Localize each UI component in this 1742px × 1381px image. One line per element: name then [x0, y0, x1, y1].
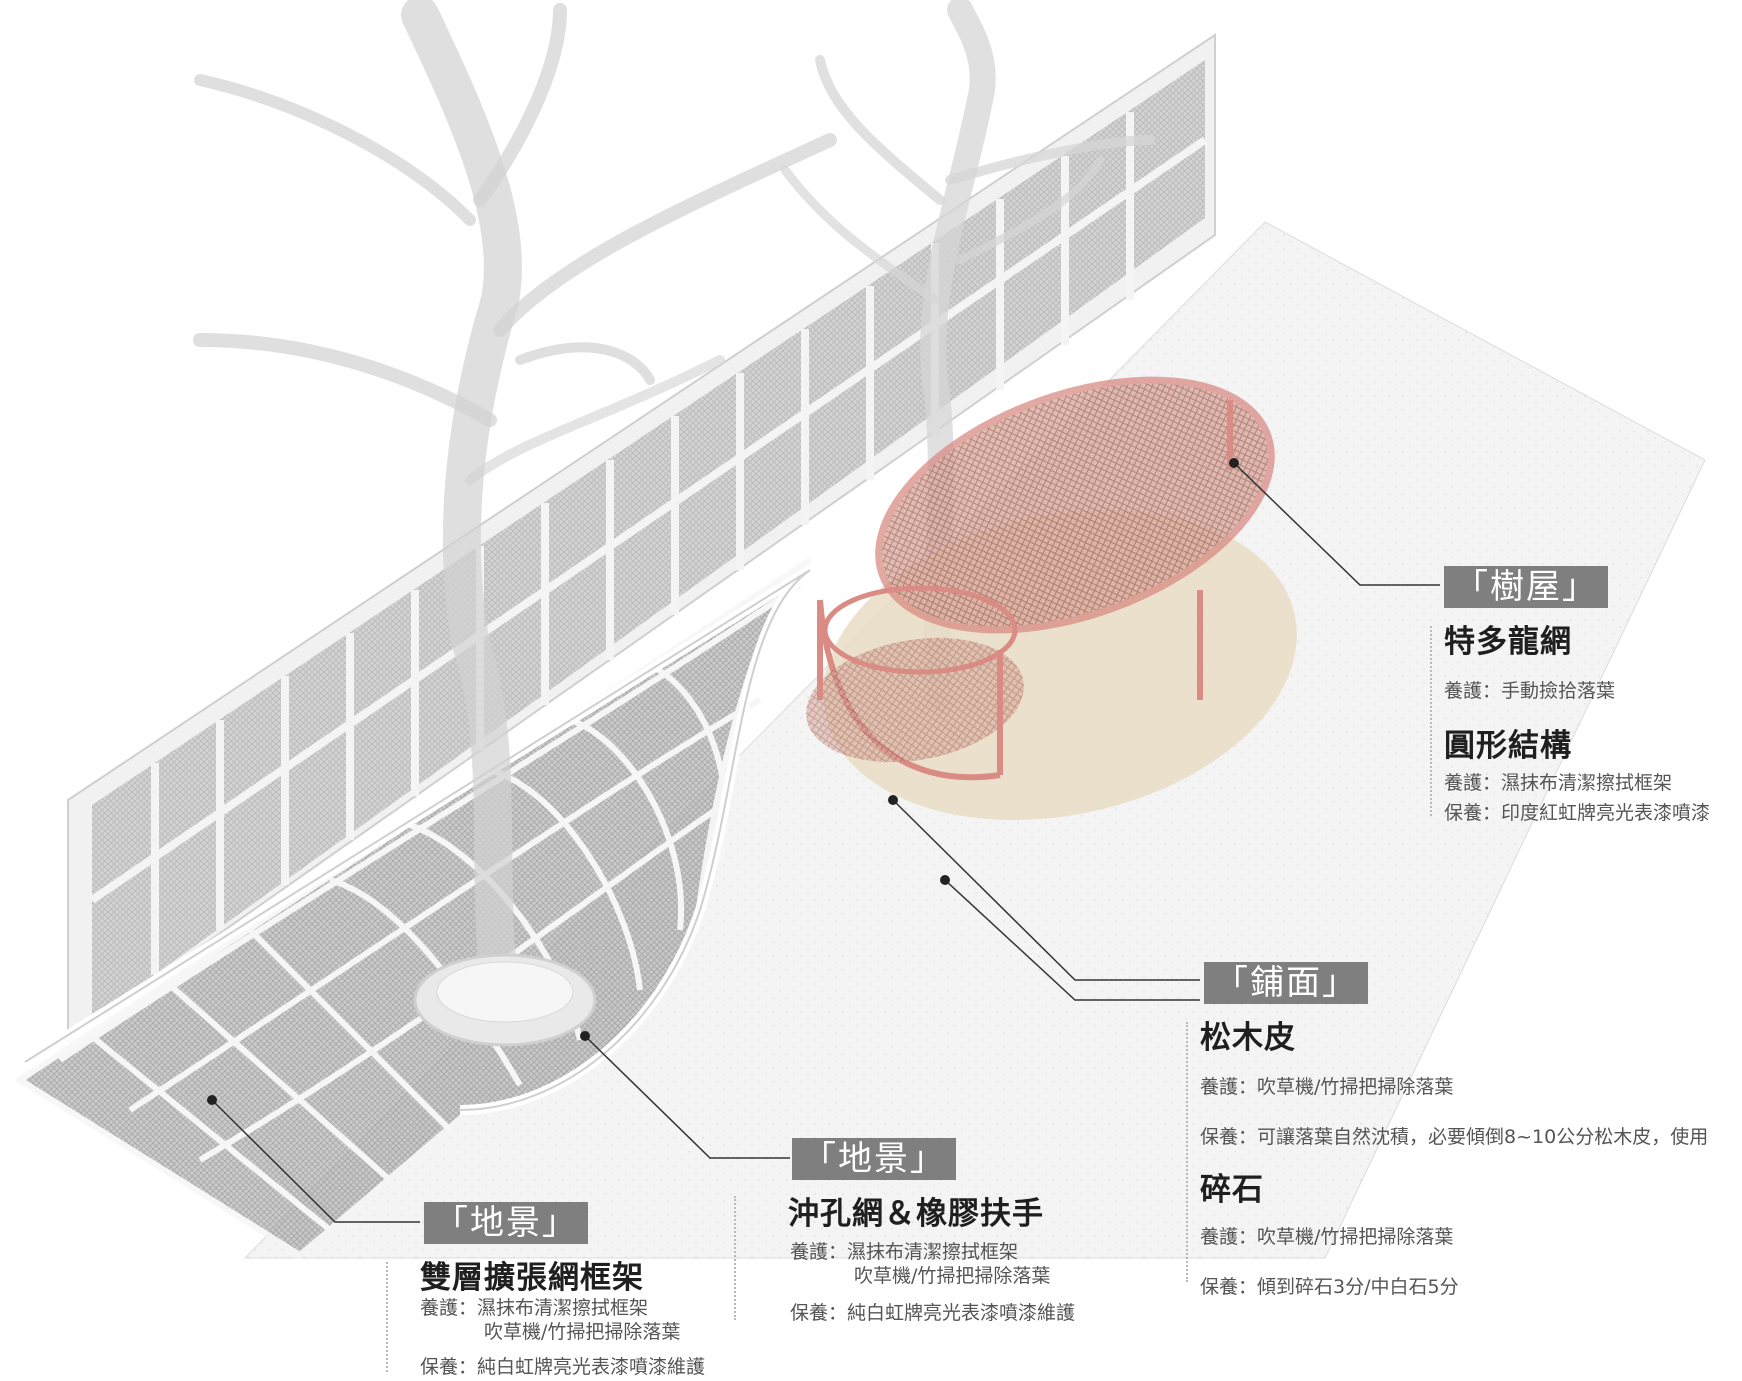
maint-value: 印度紅虹牌亮光表漆噴漆 [1501, 802, 1711, 824]
maint-value: 純白虹牌亮光表漆噴漆維護 [477, 1356, 706, 1378]
landscape-mesh-maint: 保養：純白虹牌亮光表漆噴漆維護 [790, 1298, 1075, 1325]
care-key: 養護： [1200, 1226, 1258, 1248]
landscape-frame-maint: 保養：純白虹牌亮光表漆噴漆維護 [420, 1352, 705, 1379]
treehouse-bracket [1430, 626, 1432, 816]
maint-key: 保養： [1200, 1276, 1258, 1298]
treehouse [806, 376, 1275, 781]
maint-key: 保養： [1200, 1126, 1258, 1148]
paving-bracket [1186, 1022, 1188, 1282]
tree-left-icon [193, 0, 837, 1029]
maint-key: 保養： [1444, 802, 1502, 824]
maint-key: 保養： [790, 1302, 848, 1324]
landscape-mesh-bracket [734, 1196, 736, 1320]
maint-value: 傾到碎石3分/中白石5分 [1257, 1276, 1459, 1298]
paving-item2-maint: 保養：傾到碎石3分/中白石5分 [1200, 1272, 1459, 1299]
leader-dot-icon [1229, 458, 1239, 468]
care-key: 養護： [1444, 680, 1502, 702]
care-key: 養護： [1444, 772, 1502, 794]
care-value: 手動撿拾落葉 [1501, 680, 1616, 702]
paving-item2-title: 碎石 [1200, 1172, 1264, 1208]
landscape-frame-care: 養護：濕抹布清潔擦拭框架 吹草機/竹掃把掃除落葉 [420, 1296, 680, 1344]
care-value-2: 吹草機/竹掃把掃除落葉 [854, 1265, 1051, 1287]
care-key: 養護： [1200, 1076, 1258, 1098]
leader-lines [211, 462, 1440, 1223]
maint-value: 可讓落葉自然沈積，必要傾倒8~10公分松木皮，使用 [1257, 1126, 1709, 1148]
landscape-mesh-title: 沖孔網＆橡膠扶手 [788, 1196, 1044, 1232]
paving-item1-care: 養護：吹草機/竹掃把掃除落葉 [1200, 1072, 1453, 1099]
treehouse-item2-care: 養護：濕抹布清潔擦拭框架 [1444, 768, 1672, 795]
landscape-mesh-care: 養護：濕抹布清潔擦拭框架 吹草機/竹掃把掃除落葉 [790, 1240, 1050, 1288]
care-value-2: 吹草機/竹掃把掃除落葉 [484, 1321, 681, 1343]
leader-dot-icon [888, 795, 898, 805]
paving-item1-maint: 保養：可讓落葉自然沈積，必要傾倒8~10公分松木皮，使用 [1200, 1122, 1742, 1149]
care-value: 吹草機/竹掃把掃除落葉 [1257, 1226, 1454, 1248]
leader-dot-icon [207, 1095, 217, 1105]
paving-item1-title: 松木皮 [1200, 1020, 1296, 1056]
care-value-1: 濕抹布清潔擦拭框架 [847, 1241, 1019, 1263]
care-key: 養護： [420, 1297, 478, 1319]
leader-dot-icon [580, 1031, 590, 1041]
landscape-frame-tag: 「地景」 [424, 1202, 588, 1244]
care-value: 吹草機/竹掃把掃除落葉 [1257, 1076, 1454, 1098]
treehouse-item1-title: 特多龍網 [1444, 624, 1572, 660]
care-value-1: 濕抹布清潔擦拭框架 [477, 1297, 649, 1319]
maint-value: 純白虹牌亮光表漆噴漆維護 [847, 1302, 1076, 1324]
paving-tag: 「鋪面」 [1204, 962, 1368, 1004]
maint-key: 保養： [420, 1356, 478, 1378]
care-value: 濕抹布清潔擦拭框架 [1501, 772, 1673, 794]
treehouse-item2-maint: 保養：印度紅虹牌亮光表漆噴漆 [1444, 798, 1710, 825]
care-key: 養護： [790, 1241, 848, 1263]
curved-mesh-landscape [14, 557, 813, 1259]
paving-item2-care: 養護：吹草機/竹掃把掃除落葉 [1200, 1222, 1453, 1249]
landscape-frame-title: 雙層擴張網框架 [420, 1260, 644, 1296]
leader-dot-icon [940, 875, 950, 885]
treehouse-item1-care: 養護：手動撿拾落葉 [1444, 676, 1615, 703]
landscape-mesh-tag: 「地景」 [792, 1138, 956, 1180]
treehouse-tag: 「樹屋」 [1444, 566, 1608, 608]
landscape-frame-bracket [386, 1262, 388, 1372]
treehouse-item2-title: 圓形結構 [1444, 728, 1572, 764]
